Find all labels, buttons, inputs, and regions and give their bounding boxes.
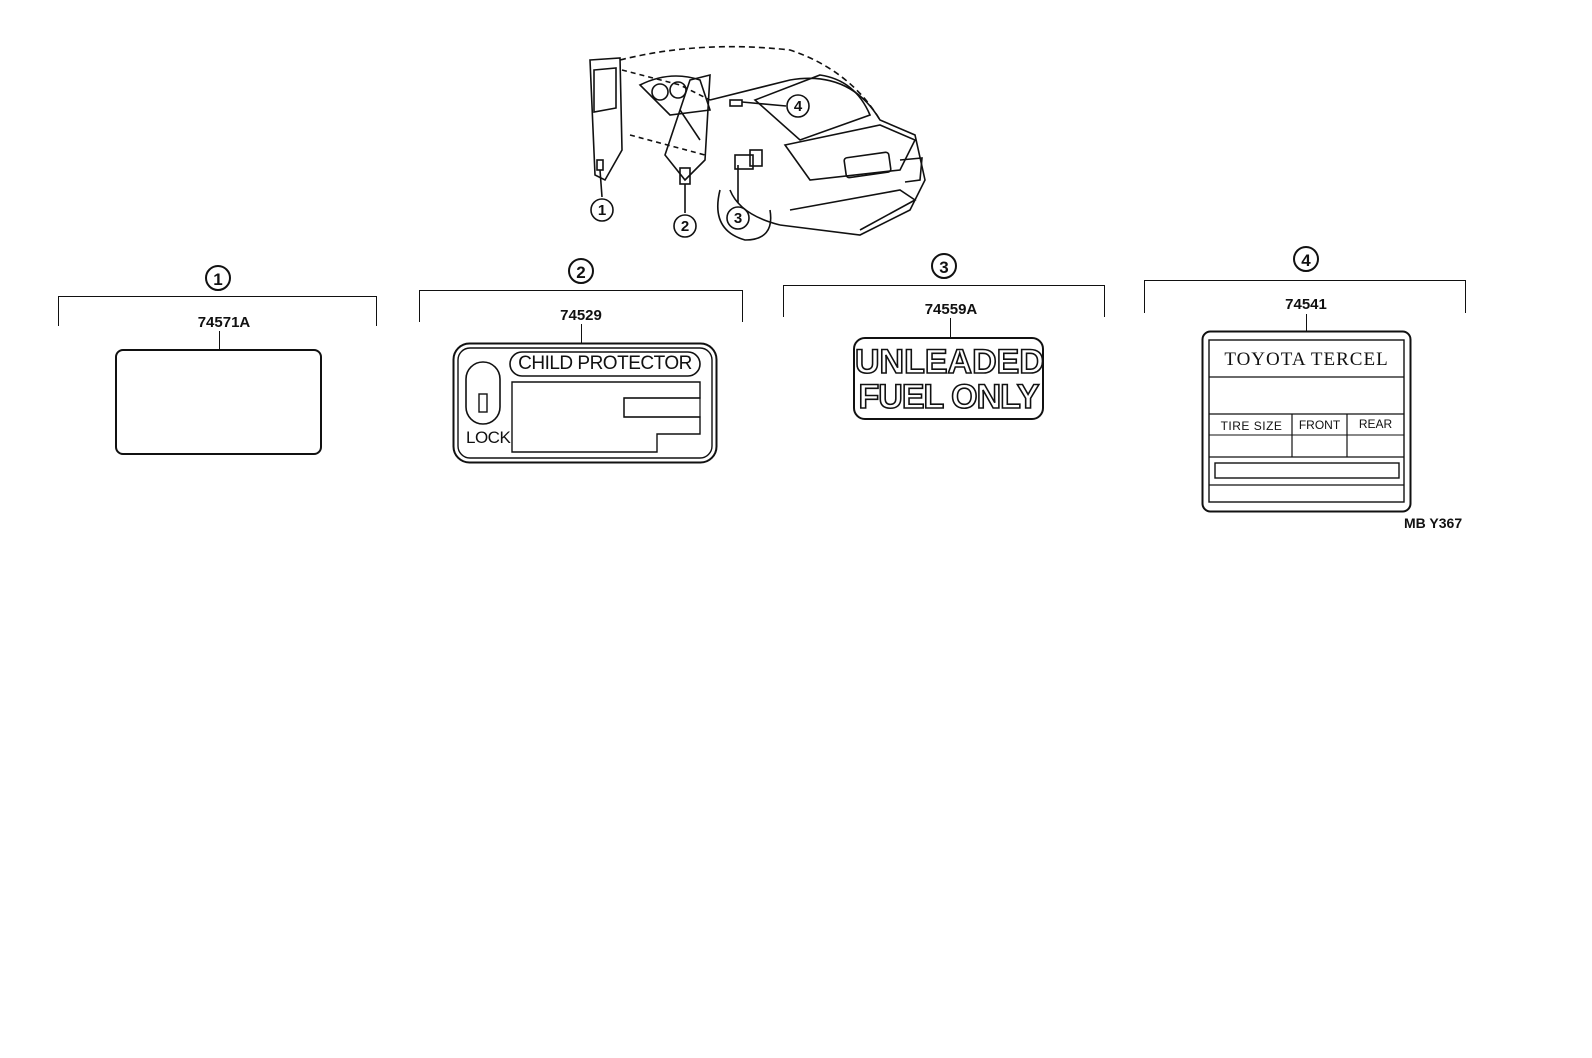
callout-4-leader: [1306, 314, 1307, 331]
car-callout-1: 1: [598, 202, 606, 219]
callout-2-leader: [581, 324, 582, 343]
unleaded-line-2: FUEL ONLY: [858, 378, 1041, 416]
label-74571a-blank: [115, 349, 322, 455]
front-header: FRONT: [1298, 418, 1341, 432]
car-illustration: 1 2 3 4: [589, 45, 926, 241]
callout-1-leader: [219, 331, 220, 349]
callout-3-number: 3: [931, 253, 957, 279]
callout-1-part-number: 74571A: [197, 314, 251, 331]
illustration-code: MB Y367: [1404, 515, 1463, 531]
label-unleaded-fuel: UNLEADED FUEL ONLY: [853, 337, 1045, 420]
callout-4-bracket: [1144, 280, 1466, 313]
callout-3-part-number: 74559A: [924, 301, 978, 318]
car-callout-4: 4: [794, 98, 803, 115]
callout-3-bracket: [783, 285, 1105, 317]
callout-2-number: 2: [568, 258, 594, 284]
callout-1-number: 1: [205, 265, 231, 291]
callout-2-part-number: 74529: [560, 307, 602, 324]
child-protector-lock-text: LOCK: [466, 428, 511, 447]
label-tire-info: TOYOTA TERCEL TIRE SIZE FRONT REAR: [1201, 330, 1412, 513]
callout-4-part-number: 74541: [1285, 296, 1327, 313]
callout-4-number: 4: [1293, 246, 1319, 272]
unleaded-line-1: UNLEADED: [854, 343, 1045, 381]
label-child-protector: CHILD PROTECTOR LOCK: [452, 342, 718, 464]
rear-header: REAR: [1358, 417, 1393, 431]
car-callout-2: 2: [681, 218, 689, 235]
tire-size-header: TIRE SIZE: [1220, 419, 1283, 433]
car-callout-3: 3: [734, 210, 742, 227]
callout-1-bracket: [58, 296, 377, 326]
callout-3-leader: [950, 318, 951, 337]
callout-2-bracket: [419, 290, 743, 322]
child-protector-title: CHILD PROTECTOR: [518, 353, 692, 374]
tire-label-title: TOYOTA TERCEL: [1224, 349, 1389, 370]
